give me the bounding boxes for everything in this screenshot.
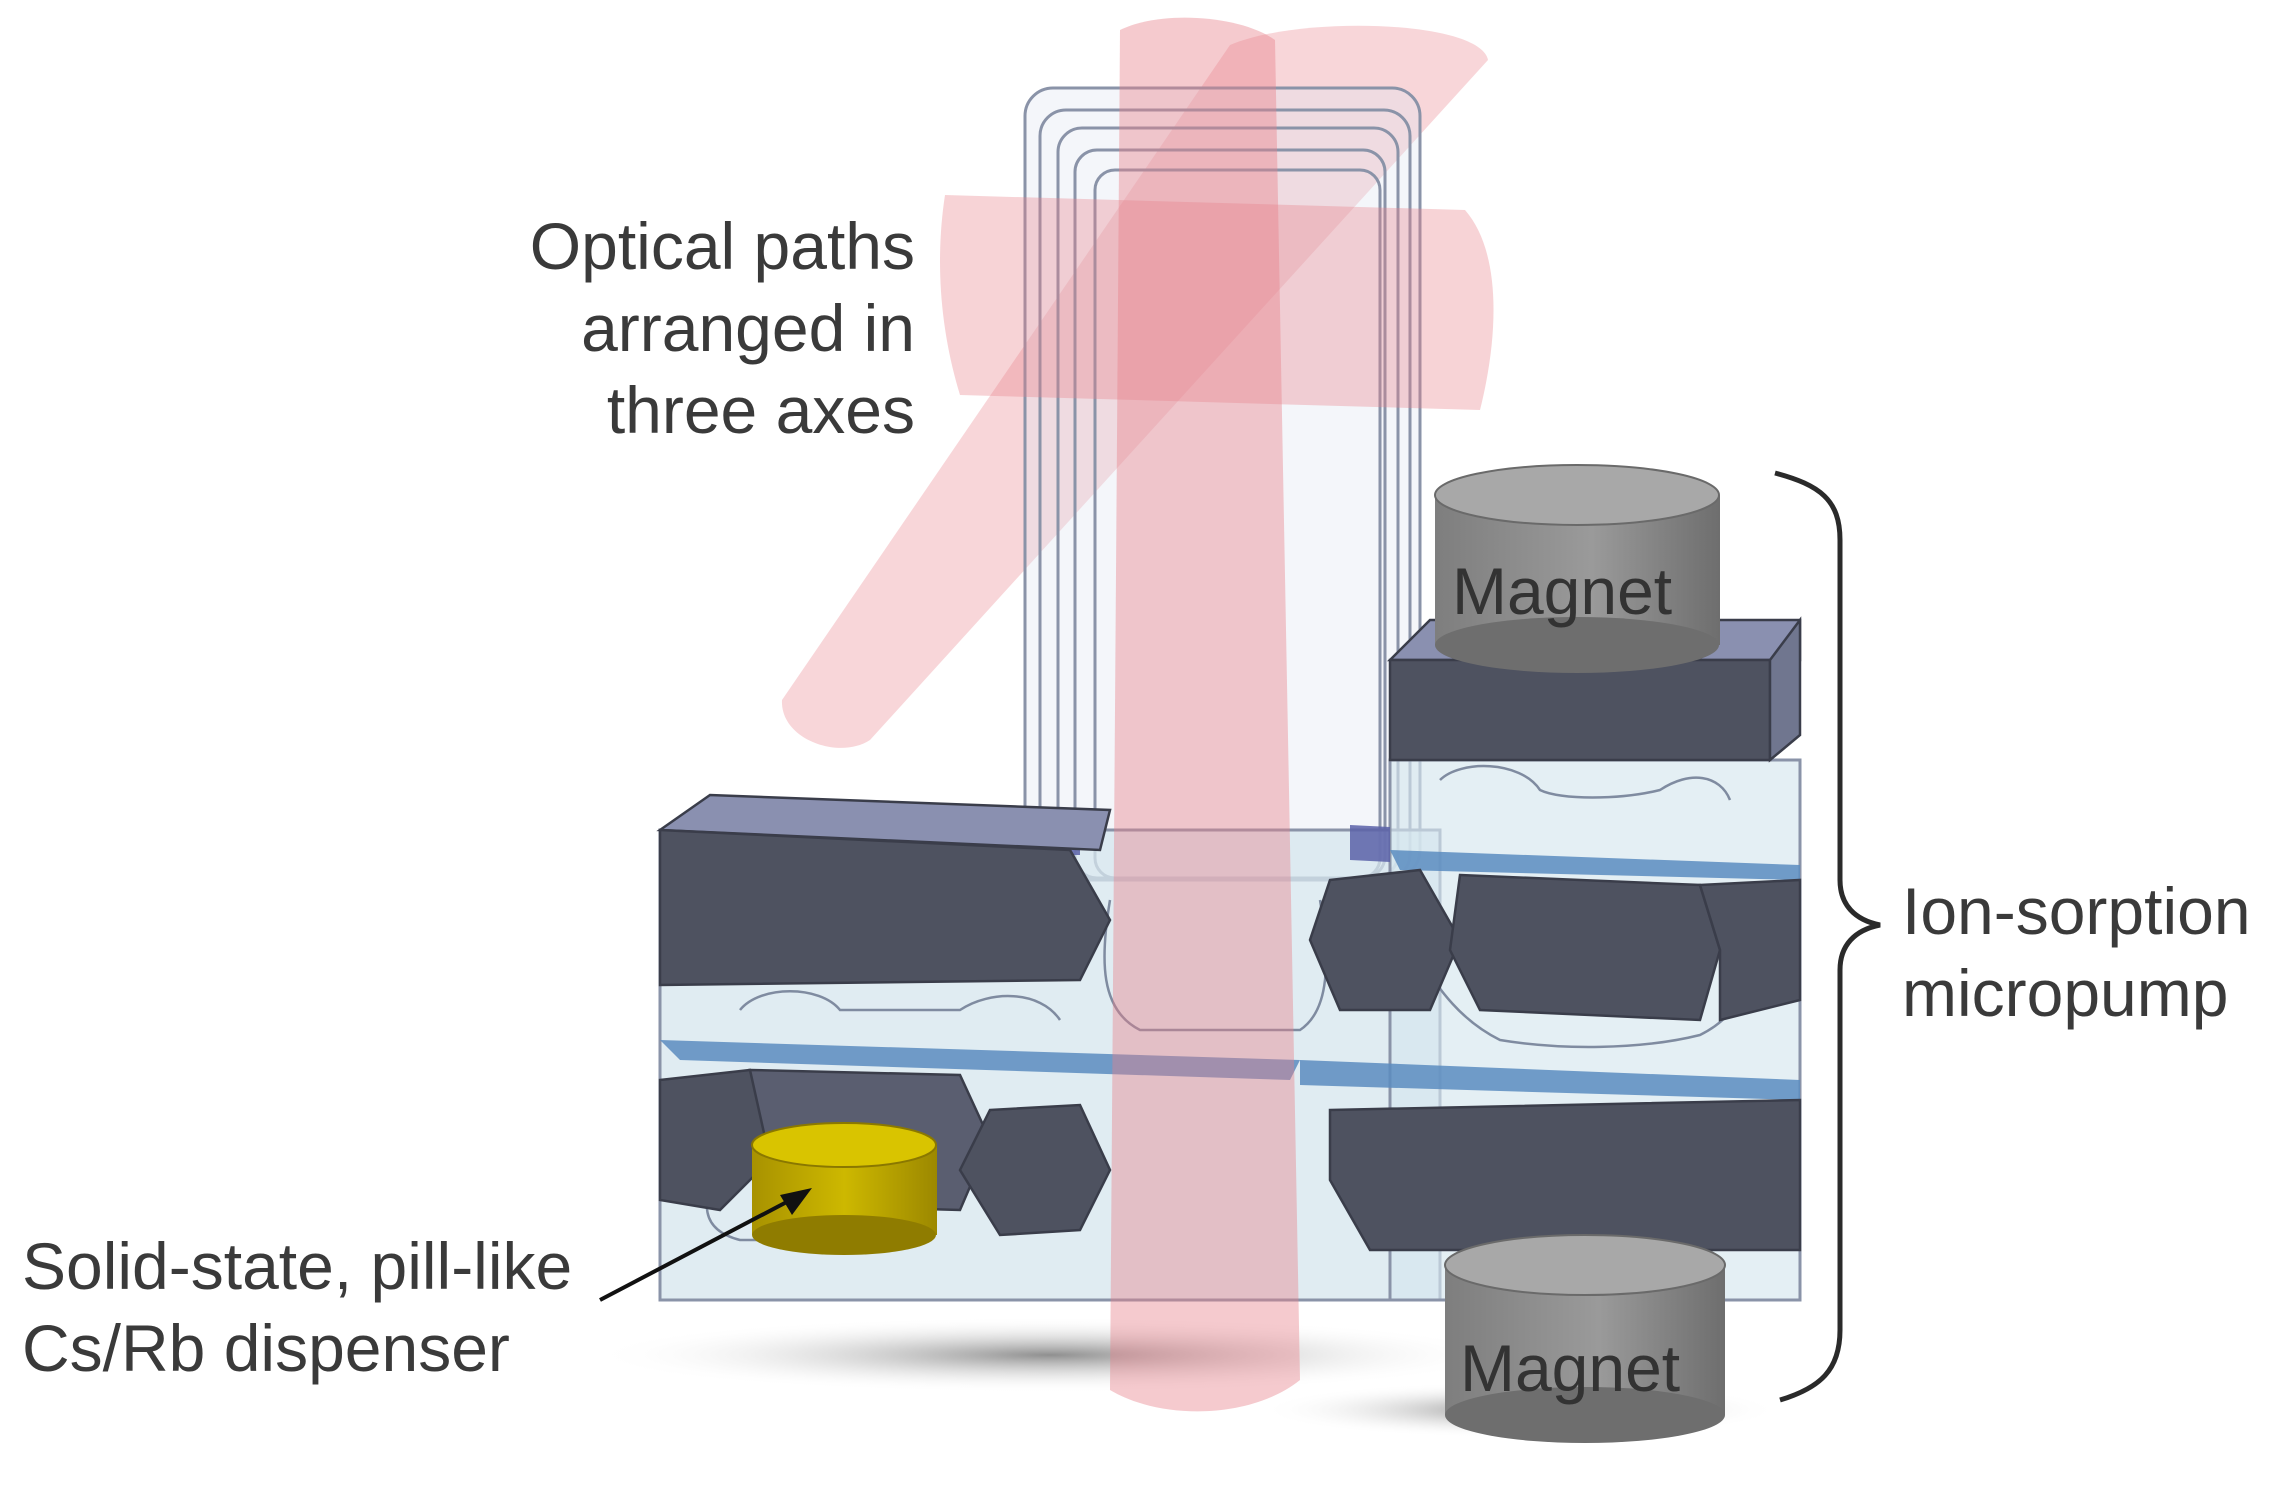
magnet-bottom-label: Magnet: [1460, 1331, 1681, 1405]
magnet-bottom: [1444, 1234, 1726, 1443]
dispenser-line-1: Solid-state, pill-like: [22, 1229, 573, 1303]
pump-label: Ion-sorption micropump: [1902, 870, 2251, 1034]
pump-line-1: Ion-sorption: [1902, 874, 2251, 948]
blue-plates: [660, 820, 1800, 1100]
magnet-top-label: Magnet: [1452, 554, 1673, 628]
electrode-blocks: [656, 616, 1802, 1252]
dispenser-label: Solid-state, pill-like Cs/Rb dispenser: [22, 1225, 572, 1389]
optical-paths-label: Optical paths arranged in three axes: [420, 205, 915, 451]
laser-beam-horizontal: [940, 195, 1494, 410]
dispenser-pill: [751, 1122, 937, 1255]
pump-brace: [1774, 470, 1881, 1403]
magnet-top: [1434, 464, 1720, 673]
optical-paths-line-2: arranged in: [581, 291, 915, 365]
dispenser-line-2: Cs/Rb dispenser: [22, 1311, 510, 1385]
laser-beam-vertical: [1110, 17, 1300, 1412]
optical-paths-line-1: Optical paths: [529, 209, 915, 283]
dispenser-arrow: [599, 1188, 812, 1302]
optical-paths-line-3: three axes: [606, 373, 915, 447]
pump-line-2: micropump: [1902, 956, 2229, 1030]
laser-beam-diagonal: [781, 25, 1488, 748]
